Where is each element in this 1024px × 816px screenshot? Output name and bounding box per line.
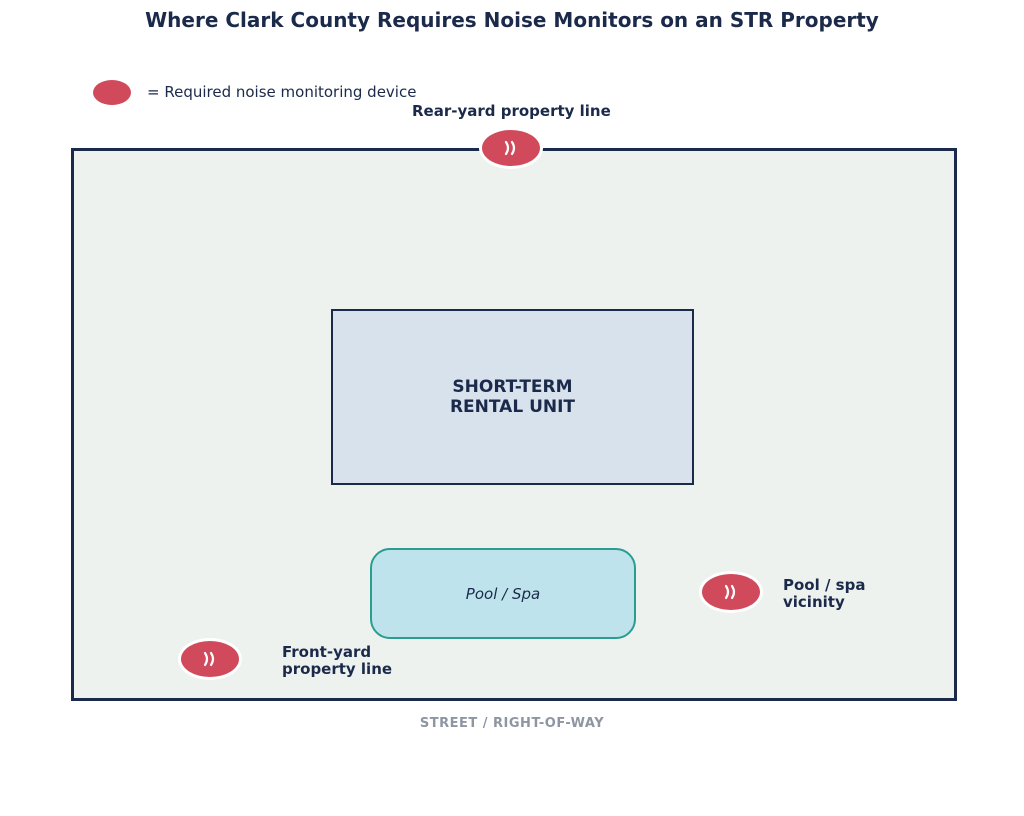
diagram-title: Where Clark County Requires Noise Monito… [145,8,879,32]
rear-yard-noise-monitor [479,127,543,169]
sound-wave-icon [504,140,516,156]
sound-wave-icon [203,651,215,667]
rear-monitor-label: Rear-yard property line [412,102,611,120]
pool-spa-noise-monitor [699,571,763,613]
pool-monitor-label: Pool / spa vicinity [783,576,866,611]
pool-spa-area: Pool / Spa [370,548,636,639]
legend-label: = Required noise monitoring device [147,83,417,101]
pool-spa-label: Pool / Spa [465,584,541,603]
str-unit-building: SHORT-TERM RENTAL UNIT [331,309,694,485]
legend-monitor-marker [93,80,131,105]
front-yard-noise-monitor [178,638,242,680]
sound-wave-icon [724,584,736,600]
street-label: STREET / RIGHT-OF-WAY [419,716,605,731]
str-unit-label: SHORT-TERM RENTAL UNIT [449,377,576,417]
front-monitor-label: Front-yard property line [282,643,393,678]
